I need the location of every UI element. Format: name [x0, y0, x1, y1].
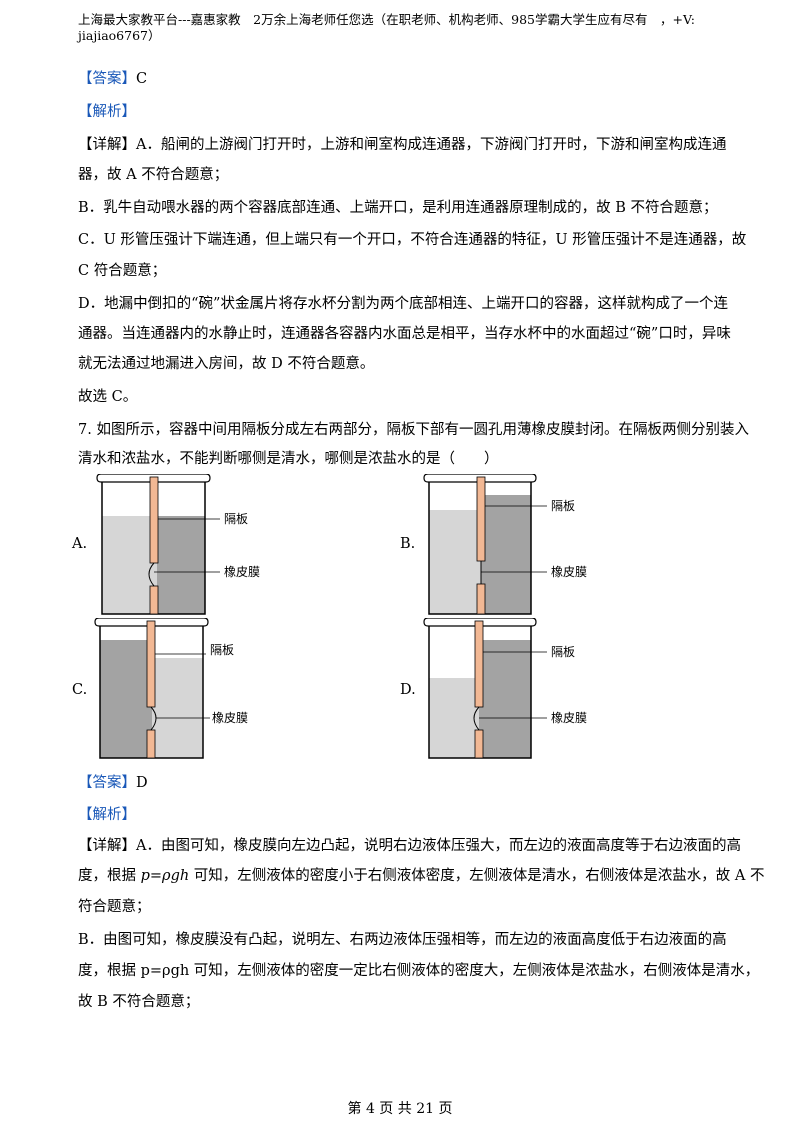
analysis-6-tag: 【解析】	[78, 104, 136, 120]
diagram-option-c: 隔板 橡皮膜	[94, 618, 248, 759]
detail-7-a2: 度，根据 p=ρgh 可知，左侧液体的密度小于右侧液体密度，左侧液体是清水，右侧…	[78, 864, 764, 885]
detail-7-a1: 【详解】A．由图可知，橡皮膜向左边凸起，说明右边液体压强大，而左边的液面高度等于…	[78, 834, 741, 855]
answer-6: 【答案】C	[78, 67, 147, 88]
membrane-label: 橡皮膜	[551, 711, 587, 725]
membrane-label: 橡皮膜	[212, 711, 248, 725]
partition-label: 隔板	[551, 499, 575, 513]
detail-tag: 【详解】	[78, 838, 136, 854]
detail-tag: 【详解】	[78, 137, 136, 153]
formula: p=ρgh	[140, 868, 190, 884]
rubber-membrane	[473, 706, 480, 731]
detail-6-b: B．乳牛自动喂水器的两个容器底部连通、上端开口，是利用连通器原理制成的，故 B …	[78, 200, 718, 216]
diagram-option-d: 隔板 橡皮膜	[423, 618, 587, 759]
detail-6-a2: 器，故 A 不符合题意；	[78, 167, 229, 183]
answer-value: C	[136, 71, 148, 87]
membrane-label: 橡皮膜	[224, 565, 260, 579]
left-liquid	[100, 640, 152, 758]
diagram-option-b: 隔板 橡皮膜	[423, 474, 587, 615]
partition	[474, 620, 484, 708]
partition	[476, 583, 486, 615]
diagram-option-a: 隔板 橡皮膜	[96, 474, 260, 615]
analysis-7-tag: 【解析】	[78, 807, 136, 823]
page-footer: 第 4 页 共 21 页	[347, 1101, 453, 1117]
membrane-label: 橡皮膜	[551, 565, 587, 579]
detail-text: 度，根据	[78, 868, 141, 884]
detail-7-b3: 故 B 不符合题意；	[78, 994, 200, 1010]
detail-text: 可知，左侧液体的密度小于右侧液体密度，左侧液体是清水，右侧液体是浓盐水，故 A …	[189, 868, 765, 884]
option-b-letter: B.	[400, 536, 416, 552]
header-line-1: 上海最大家教平台---嘉惠家教 2万余上海老师任您选（在职老师、机构老师、985…	[78, 12, 695, 27]
left-liquid	[429, 510, 481, 614]
header-line-2: jiajiao6767）	[78, 28, 161, 43]
detail-7-a3: 符合题意；	[78, 899, 151, 915]
option-a-letter: A.	[72, 536, 88, 552]
detail-text: A．船闸的上游阀门打开时，上游和闸室构成连通器，下游阀门打开时，下游和闸室构成连…	[136, 137, 727, 153]
partition	[476, 476, 486, 562]
detail-6-c2: C 符合题意；	[78, 263, 167, 279]
answer-tag: 【答案】	[78, 71, 136, 87]
left-liquid	[429, 678, 479, 758]
option-d-letter: D.	[400, 682, 416, 698]
page-header: 上海最大家教平台---嘉惠家教 2万余上海老师任您选（在职老师、机构老师、985…	[78, 12, 738, 44]
answer-value: D	[136, 775, 148, 791]
detail-6-a1: 【详解】A．船闸的上游阀门打开时，上游和闸室构成连通器，下游阀门打开时，下游和闸…	[78, 133, 726, 154]
question-7-line-1: 7. 如图所示，容器中间用隔板分成左右两部分，隔板下部有一圆孔用薄橡皮膜封闭。在…	[78, 422, 749, 438]
detail-7-b2: 度，根据 p=ρgh 可知，左侧液体的密度一定比右侧液体的密度大，左侧液体是浓盐…	[78, 963, 760, 979]
detail-6-c1: C．U 形管压强计下端连通，但上端只有一个开口，不符合连通器的特征，U 形管压强…	[78, 232, 747, 248]
partition-label: 隔板	[551, 645, 575, 659]
right-liquid	[157, 516, 205, 614]
option-c-letter: C.	[72, 682, 88, 698]
detail-6-conclusion: 故选 C。	[78, 389, 138, 405]
partition	[146, 729, 156, 759]
answer-7: 【答案】D	[78, 771, 148, 792]
right-liquid	[481, 495, 531, 614]
partition	[146, 620, 156, 708]
rubber-membrane	[148, 562, 155, 587]
detail-text: A．由图可知，橡皮膜向左边凸起，说明右边液体压强大，而左边的液面高度等于右边液面…	[136, 838, 741, 854]
partition	[149, 585, 159, 615]
left-liquid	[102, 516, 157, 614]
detail-6-d2: 通器。当连通器内的水静止时，连通器各容器内水面总是相平，当存水杯中的水面超过“碗…	[78, 326, 731, 342]
partition	[149, 476, 159, 564]
detail-7-b1: B．由图可知，橡皮膜没有凸起，说明左、右两边液体压强相等，而左边的液面高度低于右…	[78, 932, 727, 948]
detail-6-d3: 就无法通过地漏进入房间，故 D 不符合题意。	[78, 356, 375, 372]
question-7-line-2: 清水和浓盐水，不能判断哪侧是清水，哪侧是浓盐水的是（ ）	[78, 451, 499, 467]
answer-tag: 【答案】	[78, 775, 136, 791]
right-liquid	[479, 640, 531, 758]
detail-6-d1: D．地漏中倒扣的“碗”状金属片将存水杯分割为两个底部相连、上端开口的容器，这样就…	[78, 296, 728, 312]
partition-label: 隔板	[210, 643, 234, 657]
partition	[474, 729, 484, 759]
partition-label: 隔板	[224, 512, 248, 526]
right-liquid	[152, 658, 203, 758]
